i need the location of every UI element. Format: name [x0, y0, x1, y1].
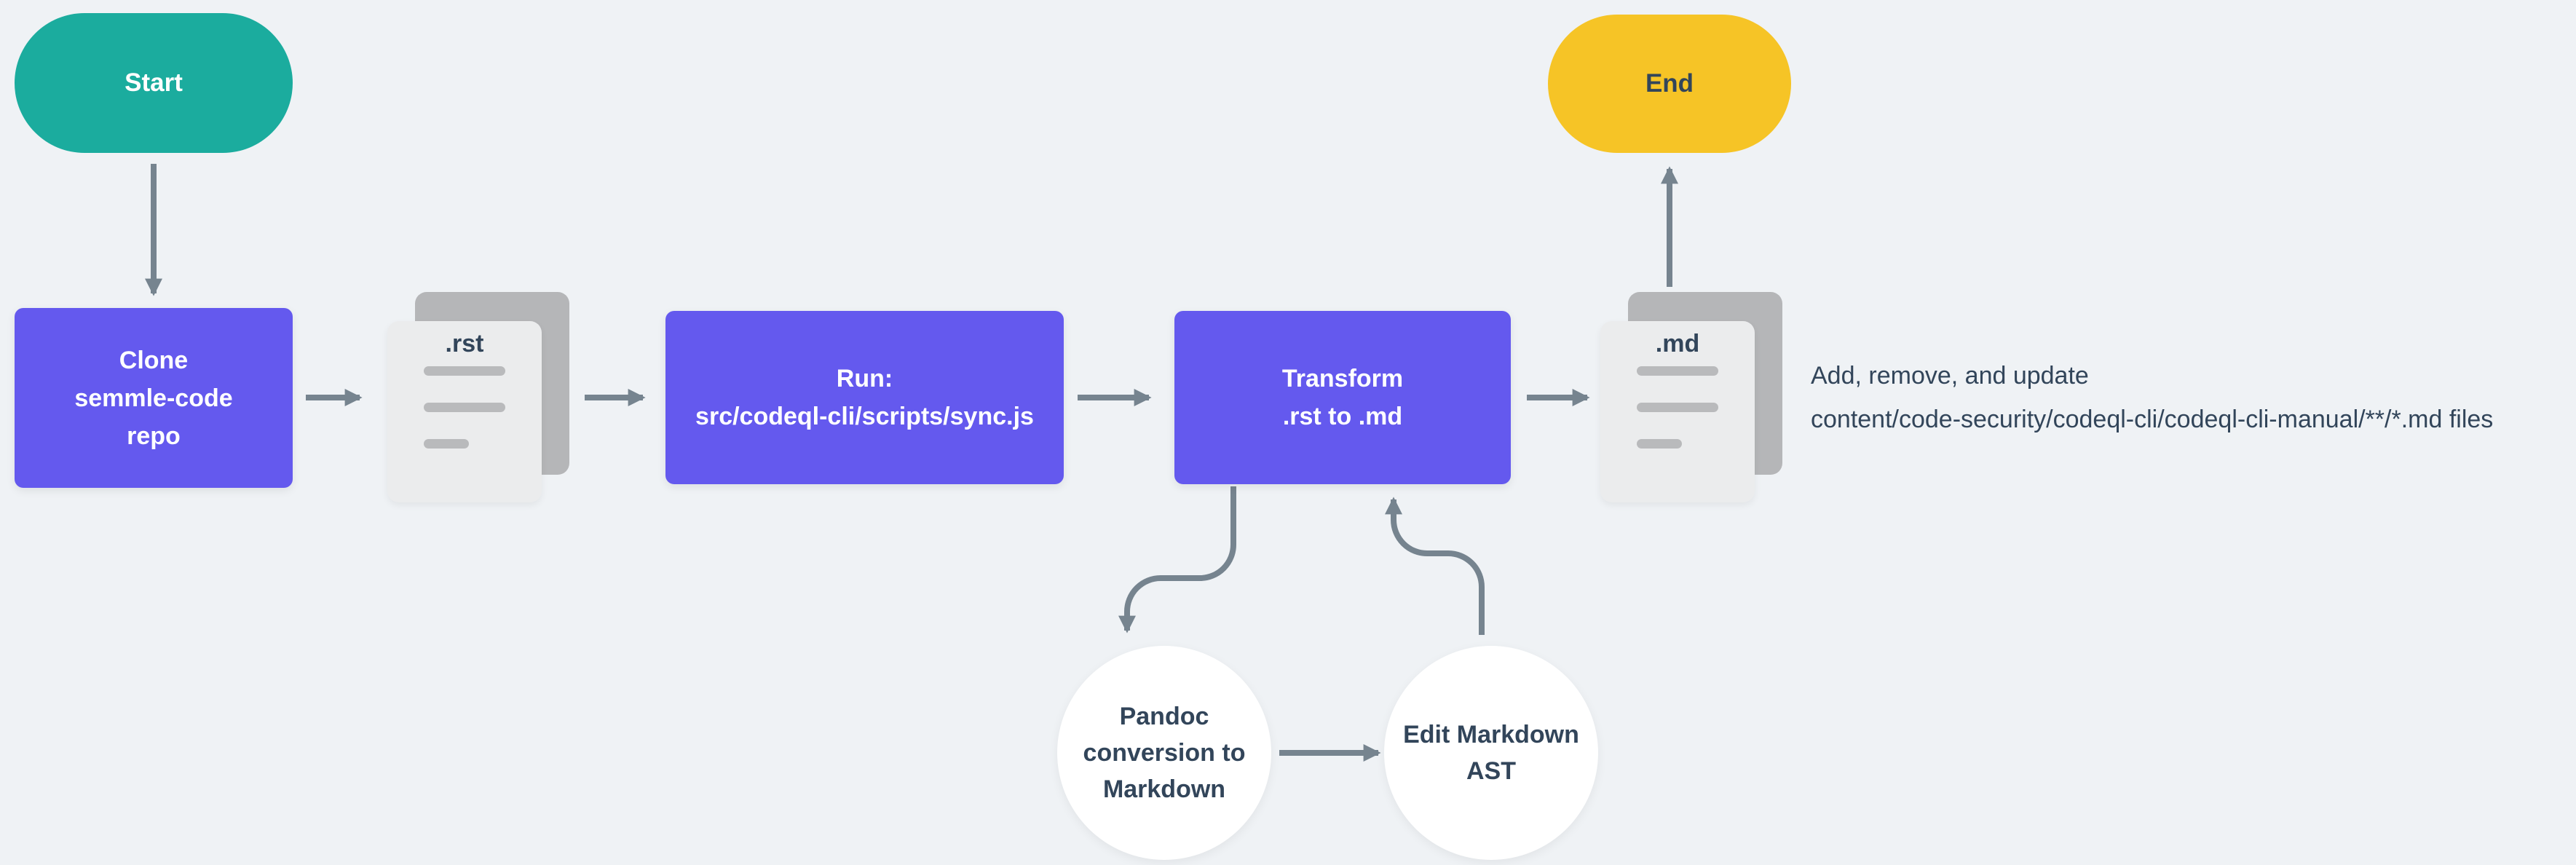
rst-file-label: .rst: [445, 330, 484, 358]
md-front-page: .md: [1600, 321, 1755, 502]
transform-node: Transform .rst to .md: [1174, 311, 1511, 484]
rst-file-icon: .rst: [387, 292, 569, 503]
annotation-line: Add, remove, and update: [1811, 362, 2089, 390]
edit-markdown-ast-node: Edit Markdown AST: [1384, 646, 1598, 860]
end-node: End: [1548, 15, 1791, 153]
rst-front-page: .rst: [387, 321, 542, 502]
text-line: [424, 366, 505, 376]
run-script-label: Run: src/codeql-cli/scripts/sync.js: [695, 365, 1034, 430]
start-label: Start: [125, 68, 183, 97]
md-file-icon: .md: [1600, 292, 1782, 503]
annotation-line: content/code-security/codeql-cli/codeql-…: [1811, 406, 2494, 433]
md-file-label: .md: [1655, 330, 1700, 358]
pandoc-conversion-label: Pandoc conversion to Markdown: [1083, 703, 1246, 803]
start-node: Start: [15, 13, 293, 153]
text-line: [1637, 366, 1718, 376]
run-script-node: Run: src/codeql-cli/scripts/sync.js: [665, 311, 1064, 484]
clone-repo-node: Clone semmle-code repo: [15, 308, 293, 488]
clone-repo-label: Clone semmle-code repo: [74, 346, 233, 450]
end-label: End: [1645, 69, 1694, 98]
connector-edit-to-transform: [1385, 497, 1485, 635]
text-line: [424, 403, 505, 412]
pandoc-conversion-node: Pandoc conversion to Markdown: [1057, 646, 1271, 860]
text-line: [424, 439, 469, 449]
transform-label: Transform .rst to .md: [1281, 365, 1404, 430]
output-files-annotation: Add, remove, and update content/code-sec…: [1811, 354, 2493, 441]
text-line: [1637, 439, 1682, 449]
edit-markdown-ast-label: Edit Markdown AST: [1403, 721, 1579, 785]
text-line: [1637, 403, 1718, 412]
connector-transform-to-pandoc: [1118, 486, 1236, 633]
